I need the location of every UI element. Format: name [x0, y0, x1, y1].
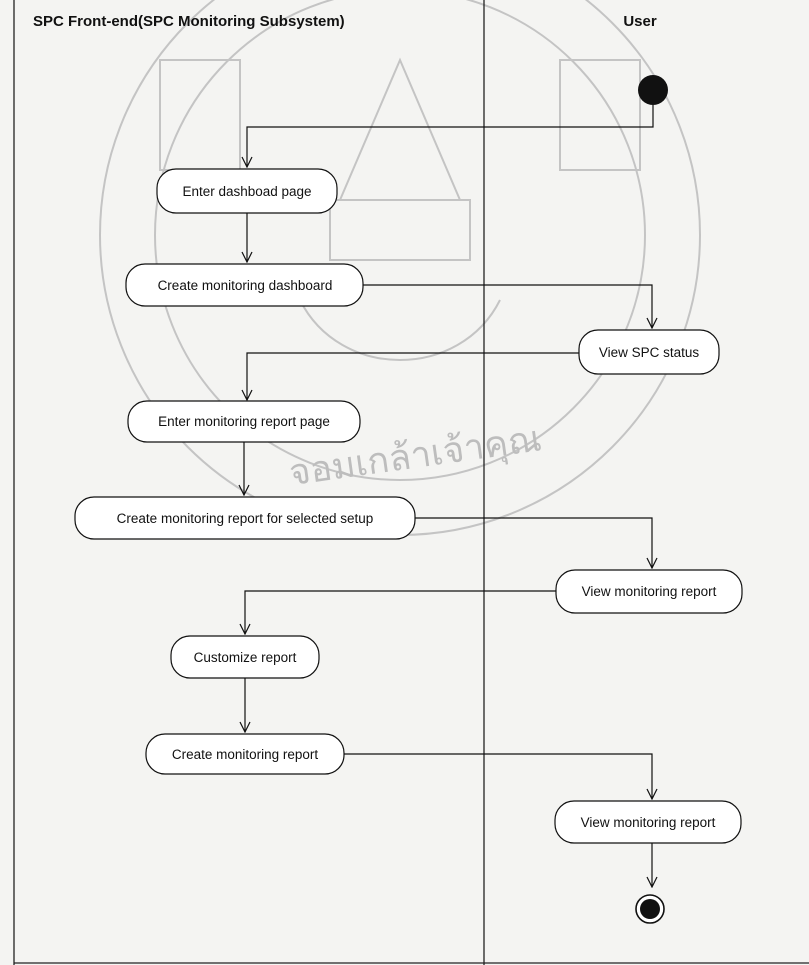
- activity-enter-dashboard: Enter dashboad page: [156, 168, 338, 214]
- activity-create-dashboard: Create monitoring dashboard: [125, 263, 364, 307]
- swimlane-frame: [13, 0, 809, 965]
- swimlane-left-title: SPC Front-end(SPC Monitoring Subsystem): [33, 13, 345, 30]
- activity-create-report: Create monitoring report: [145, 733, 345, 775]
- control-flows: [244, 105, 653, 887]
- activity-create-report-selected: Create monitoring report for selected se…: [74, 496, 416, 540]
- activity-label: Create monitoring report: [172, 747, 319, 762]
- activity-label: View monitoring report: [581, 815, 716, 830]
- activity-label: Create monitoring report for selected se…: [117, 511, 374, 526]
- activity-label: Create monitoring dashboard: [158, 278, 333, 293]
- activity-customize-report: Customize report: [170, 635, 320, 679]
- initial-node: [638, 75, 668, 105]
- activity-view-report-1: View monitoring report: [555, 569, 743, 614]
- swimlane-right-title: User: [623, 13, 657, 30]
- activity-view-report-2: View monitoring report: [554, 800, 742, 844]
- activity-label: Enter monitoring report page: [158, 414, 330, 429]
- activity-label: View SPC status: [599, 345, 700, 360]
- activity-enter-report-page: Enter monitoring report page: [127, 400, 361, 443]
- activity-label: Enter dashboad page: [182, 184, 311, 199]
- activity-view-spc-status: View SPC status: [578, 329, 720, 375]
- final-node: [635, 894, 665, 924]
- activity-label: View monitoring report: [582, 584, 717, 599]
- activity-label: Customize report: [194, 650, 297, 665]
